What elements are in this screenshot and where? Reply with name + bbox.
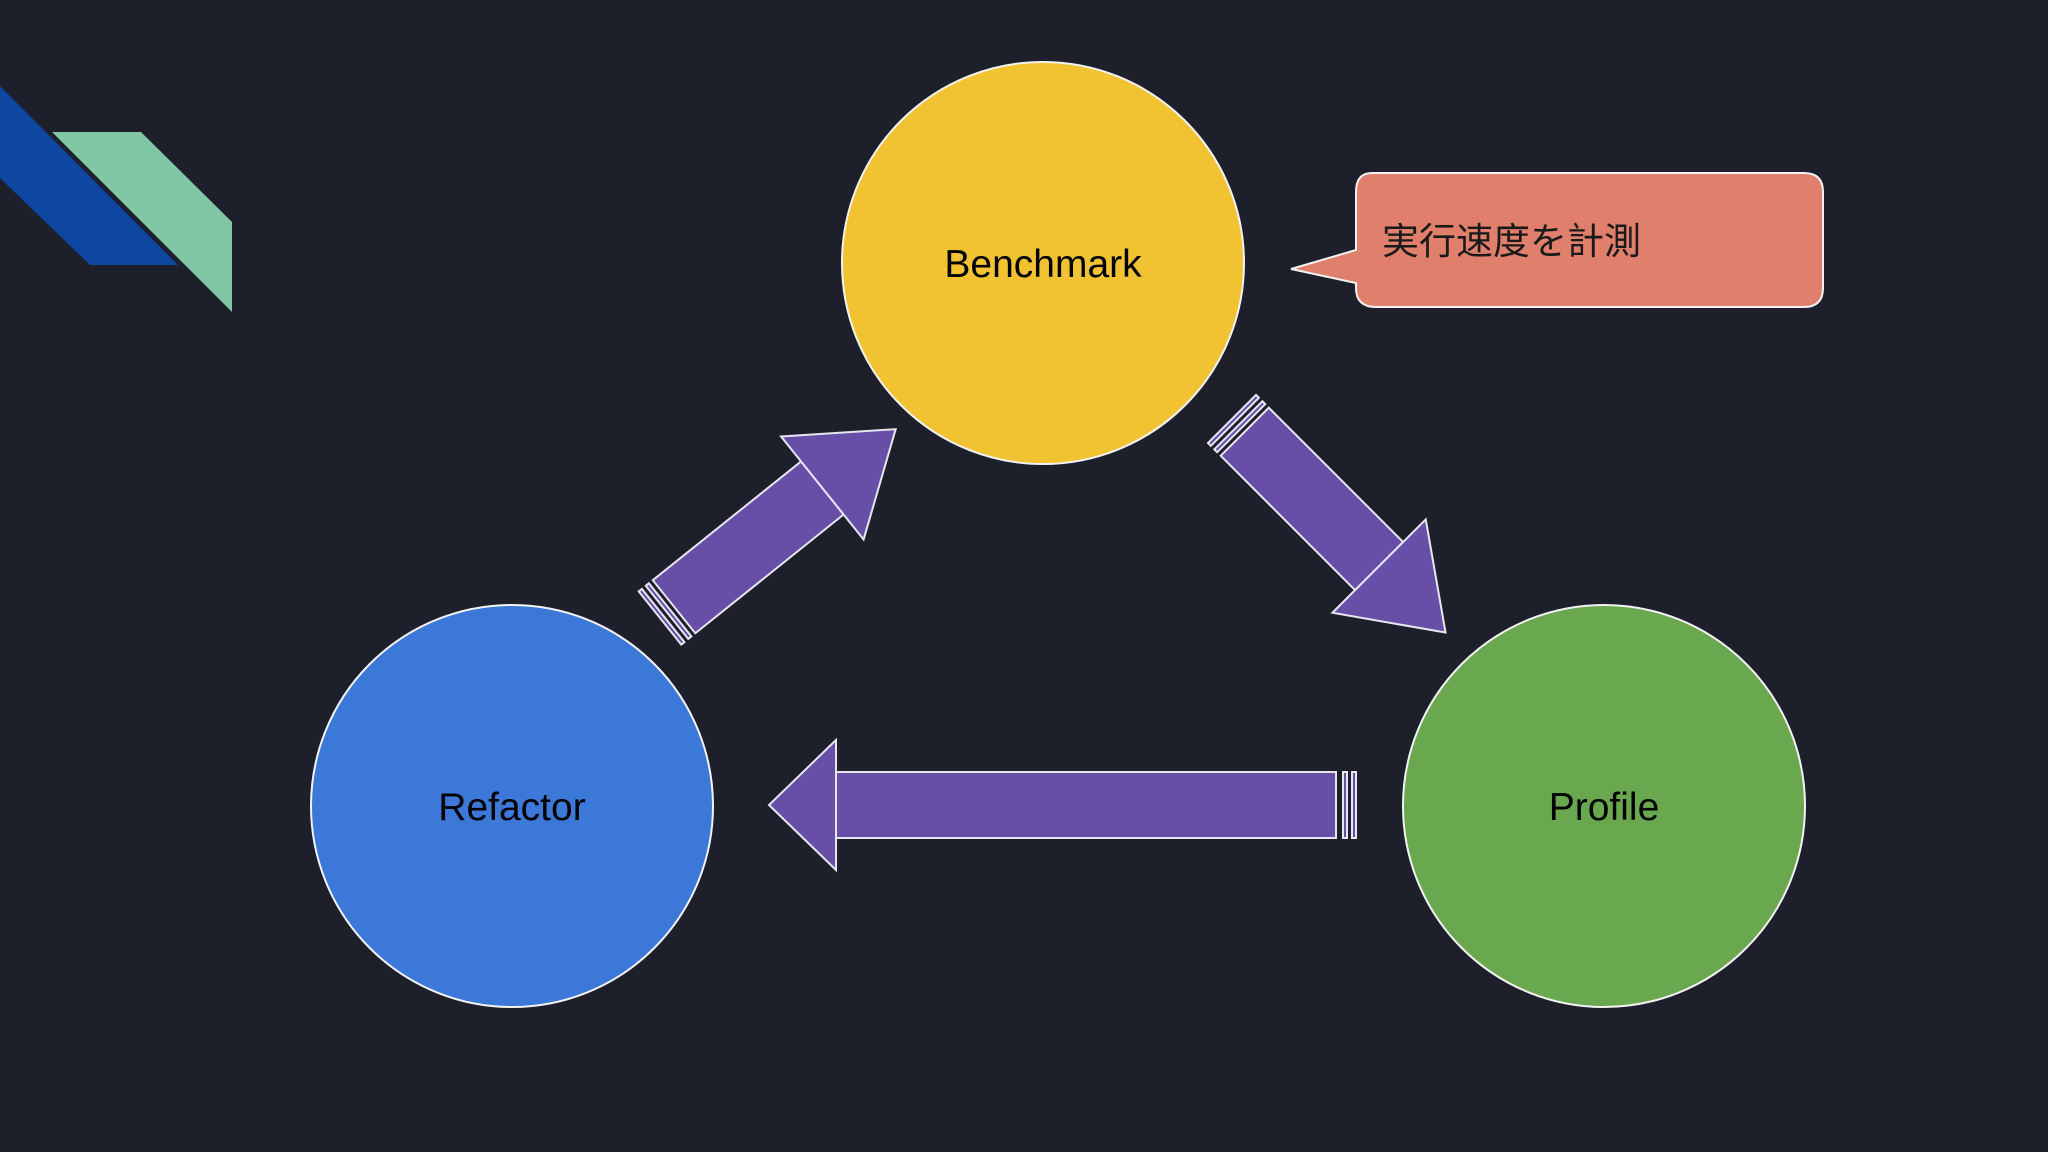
arrow-profile-to-refactor [767,737,1357,873]
node-profile: Profile [1402,604,1806,1008]
node-profile-circle [1402,604,1806,1008]
corner-stripe-dark [0,86,178,265]
node-refactor: Refactor [310,604,714,1008]
callout: 実行速度を計測 [1290,172,1824,308]
node-profile-label: Profile [1549,786,1660,829]
callout-bubble [1290,172,1824,308]
callout-text: 実行速度を計測 [1382,220,1641,263]
corner-decoration [0,86,232,312]
corner-stripe-light [52,132,232,312]
node-benchmark: Benchmark [841,61,1245,465]
arrow-benchmark-to-profile [1206,393,1447,634]
node-benchmark-circle [841,61,1245,465]
arrow-refactor-to-benchmark [637,428,898,646]
node-benchmark-label: Benchmark [944,243,1142,286]
node-refactor-circle [310,604,714,1008]
node-refactor-label: Refactor [438,786,585,829]
